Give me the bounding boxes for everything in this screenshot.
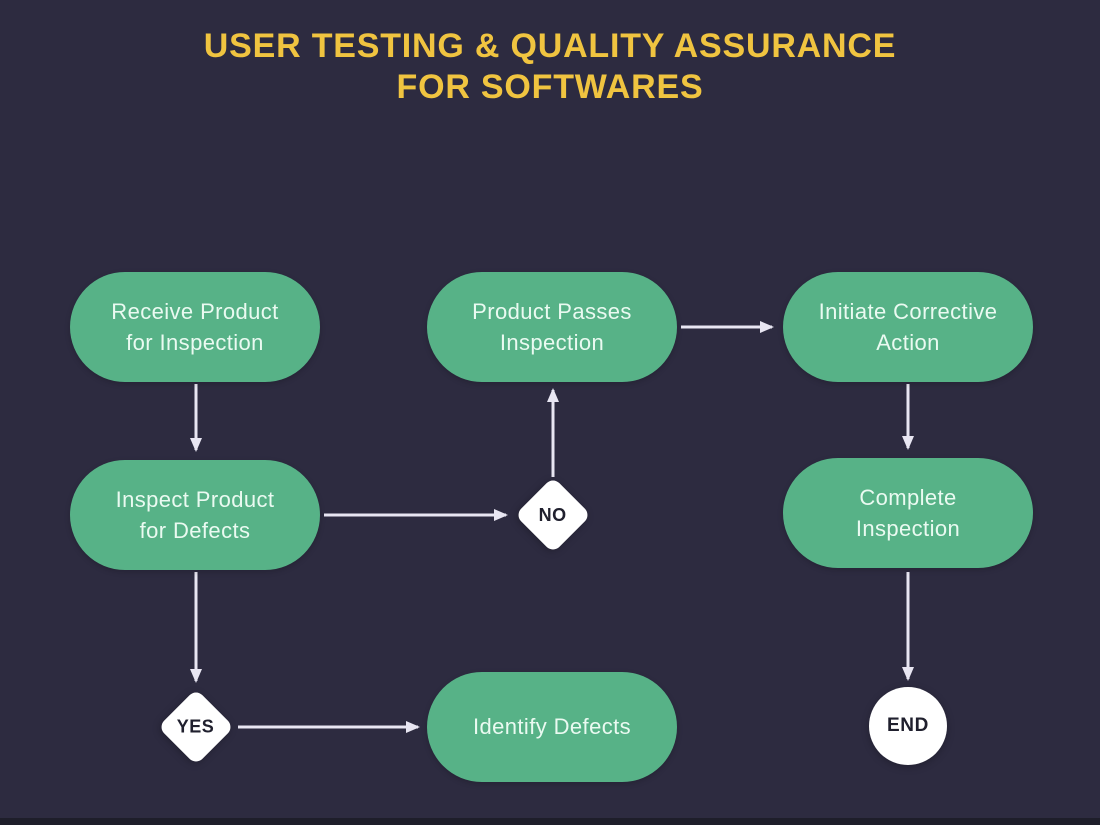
- terminal-label: END: [887, 715, 929, 736]
- terminal-end-circle: END: [869, 687, 947, 765]
- node-label: Complete Inspection: [855, 484, 961, 541]
- node-label: Inspect Product for Defects: [115, 486, 275, 543]
- bottom-edge-strip: [0, 818, 1100, 825]
- node-label: Initiate Corrective Action: [818, 298, 998, 355]
- node-complete-inspection: Complete Inspection: [783, 458, 1033, 568]
- decision-label: YES: [177, 716, 215, 737]
- page-title-line-1: USER TESTING & QUALITY ASSURANCE: [203, 27, 897, 65]
- page-title-line-2: FOR SOFTWARES: [396, 68, 704, 107]
- node-receive-product-for-inspection: Receive Product for Inspection: [70, 272, 320, 382]
- decision-label: NO: [539, 504, 567, 525]
- node-label: Identify Defects: [472, 714, 632, 740]
- page-title: USER TESTING & QUALITY ASSURANCE FOR SOF…: [0, 26, 1100, 109]
- node-product-passes-inspection: Product Passes Inspection: [427, 272, 677, 382]
- node-inspect-product-for-defects: Inspect Product for Defects: [70, 460, 320, 570]
- node-label: Receive Product for Inspection: [111, 298, 279, 355]
- node-initiate-corrective-action: Initiate Corrective Action: [783, 272, 1033, 382]
- node-label: Product Passes Inspection: [472, 298, 632, 355]
- node-identify-defects: Identify Defects: [427, 672, 677, 782]
